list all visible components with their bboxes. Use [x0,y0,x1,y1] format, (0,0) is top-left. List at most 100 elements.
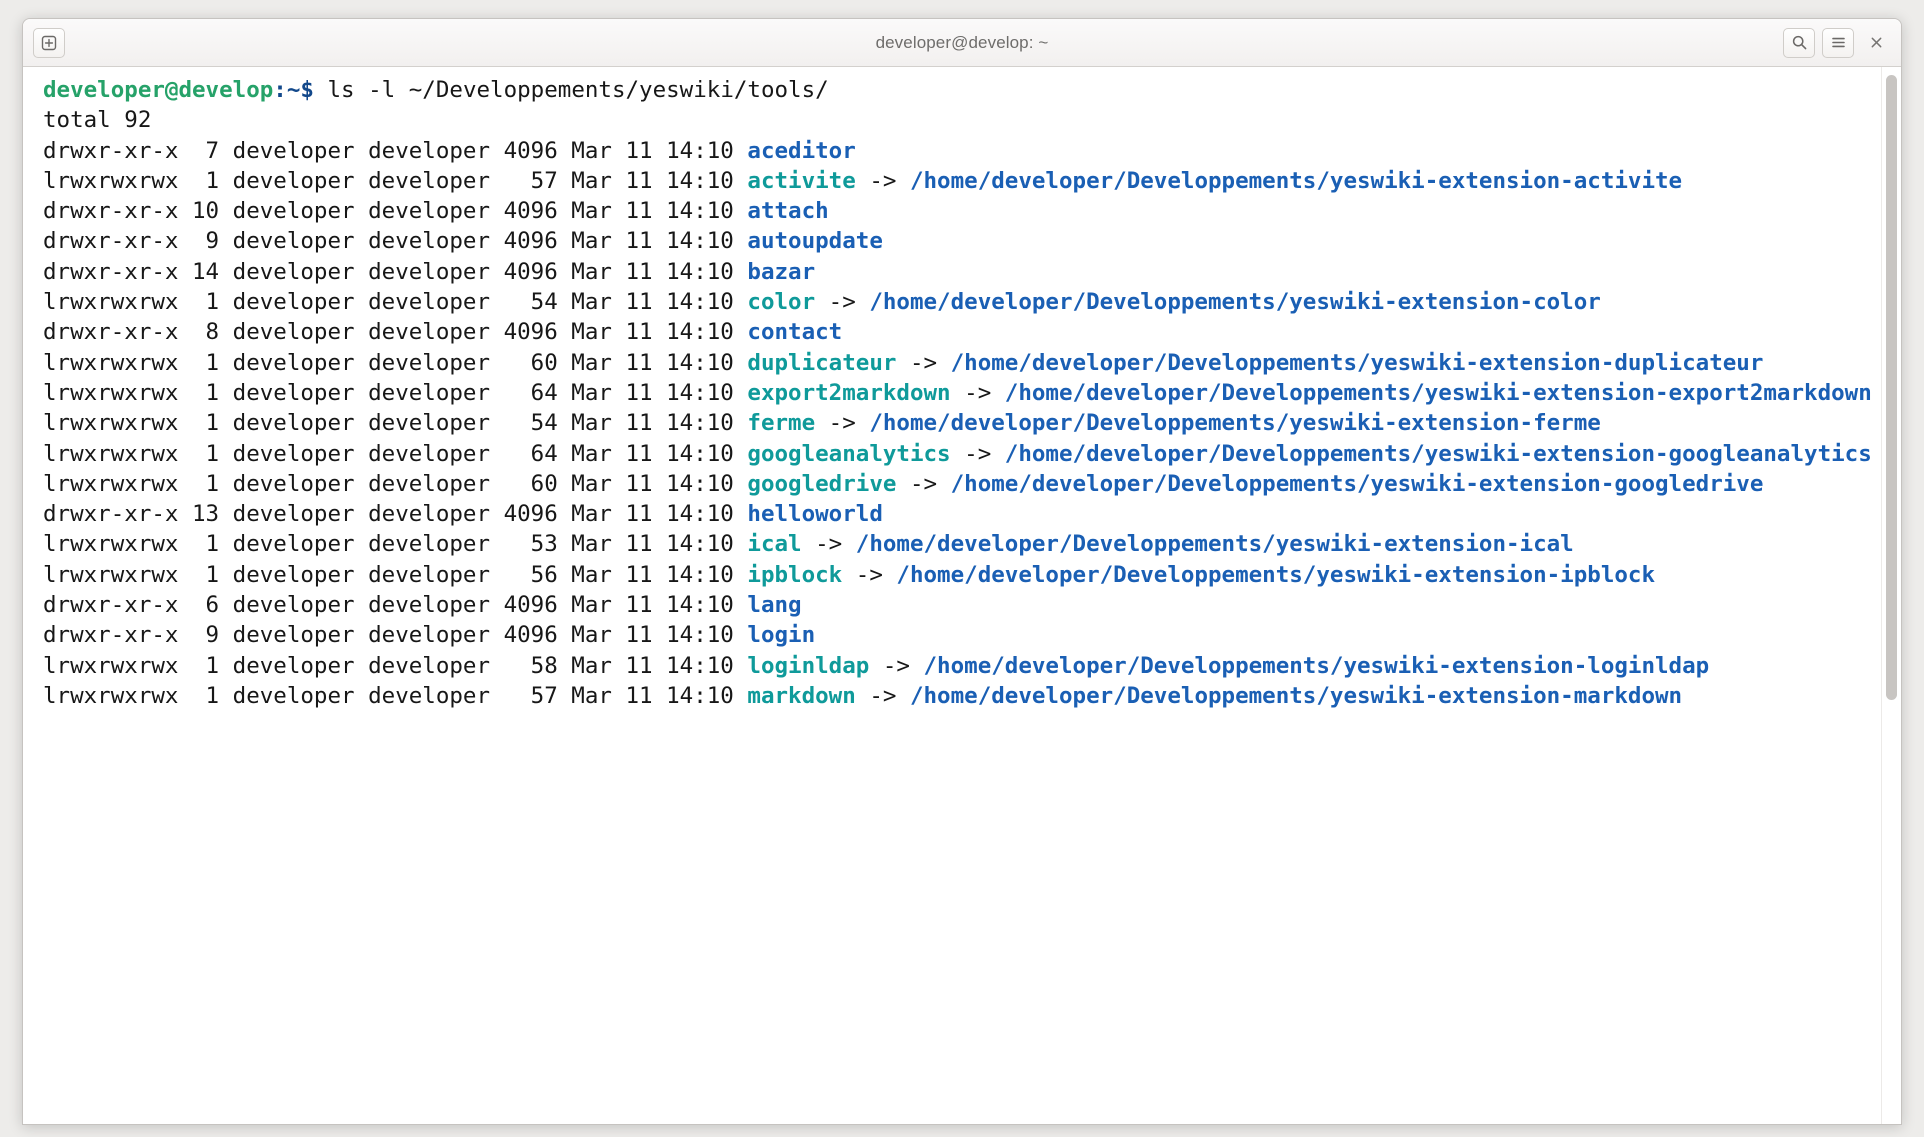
listing-symlink-name: googleanalytics [747,440,951,467]
listing-metadata: drwxr-xr-x 10 developer developer 4096 M… [43,198,748,225]
listing-directory-name: contact [747,319,843,346]
terminal-listing-row: lrwxrwxrwx 1 developer developer 58 Mar … [43,651,1881,681]
terminal-listing-row: drwxr-xr-x 8 developer developer 4096 Ma… [43,317,1881,347]
total-text: total 92 [43,107,152,134]
listing-directory-name: login [747,622,816,649]
prompt-user-host: developer@develop [43,77,274,103]
listing-link-target: /home/developer/Developpements/yeswiki-e… [869,410,1601,437]
listing-link-target: /home/developer/Developpements/yeswiki-e… [909,167,1683,194]
terminal-listing-row: lrwxrwxrwx 1 developer developer 54 Mar … [43,408,1881,438]
terminal-listing-row: lrwxrwxrwx 1 developer developer 64 Mar … [43,439,1881,469]
search-button[interactable] [1783,27,1815,58]
scrollbar-thumb[interactable] [1886,75,1897,700]
listing-symlink-name: ipblock [747,561,843,588]
listing-metadata: lrwxrwxrwx 1 developer developer 56 Mar … [43,561,748,588]
menu-button[interactable] [1822,27,1854,58]
listing-symlink-name: color [747,289,816,316]
terminal-listing-row: lrwxrwxrwx 1 developer developer 53 Mar … [43,529,1881,559]
terminal-listing-row: lrwxrwxrwx 1 developer developer 57 Mar … [43,166,1881,196]
listing-link-arrow: -> [855,167,910,194]
plus-in-square-icon [41,35,57,50]
listing-directory-name: autoupdate [747,228,883,255]
window-titlebar: developer@develop: ~ [23,19,1901,67]
listing-directory-name: aceditor [747,137,856,164]
terminal-listing-row: lrwxrwxrwx 1 developer developer 64 Mar … [43,378,1881,408]
titlebar-controls [1783,27,1891,58]
listing-link-arrow: -> [855,682,910,709]
search-icon [1792,35,1806,50]
listing-link-arrow: -> [815,410,870,437]
listing-metadata: drwxr-xr-x 13 developer developer 4096 M… [43,501,748,528]
listing-link-arrow: -> [815,289,870,316]
listing-symlink-name: ical [747,531,802,558]
prompt-path-sigil: :~$ [273,77,314,103]
terminal-listing-row: drwxr-xr-x 14 developer developer 4096 M… [43,257,1881,287]
listing-directory-name: attach [747,198,829,225]
terminal-total-line: total 92 [43,105,1881,135]
terminal-listing-row: drwxr-xr-x 10 developer developer 4096 M… [43,196,1881,226]
terminal-body[interactable]: developer@develop:~$ ls -l ~/Developpeme… [23,67,1901,1124]
new-tab-button[interactable] [33,27,65,58]
listing-link-target: /home/developer/Developpements/yeswiki-e… [896,561,1656,588]
listing-link-target: /home/developer/Developpements/yeswiki-e… [950,349,1764,376]
listing-link-arrow: -> [801,531,856,558]
listing-directory-name: bazar [747,258,816,285]
listing-metadata: drwxr-xr-x 6 developer developer 4096 Ma… [43,592,748,619]
listing-symlink-name: duplicateur [747,349,897,376]
listing-directory-name: helloworld [747,501,883,528]
terminal-listing-row: drwxr-xr-x 7 developer developer 4096 Ma… [43,136,1881,166]
listing-symlink-name: export2markdown [747,379,951,406]
terminal-listing-row: lrwxrwxrwx 1 developer developer 57 Mar … [43,681,1881,711]
listing-symlink-name: googledrive [747,470,897,497]
listing-link-target: /home/developer/Developpements/yeswiki-e… [950,470,1764,497]
listing-link-arrow: -> [869,652,924,679]
listing-metadata: lrwxrwxrwx 1 developer developer 54 Mar … [43,289,748,316]
listing-symlink-name: loginldap [747,652,870,679]
listing-metadata: drwxr-xr-x 9 developer developer 4096 Ma… [43,228,748,255]
listing-metadata: drwxr-xr-x 8 developer developer 4096 Ma… [43,319,748,346]
window-title: developer@develop: ~ [875,32,1049,52]
listing-metadata: lrwxrwxrwx 1 developer developer 57 Mar … [43,682,748,709]
terminal-prompt-line: developer@develop:~$ ls -l ~/Developpeme… [43,75,1881,105]
prompt-command: ls -l ~/Developpements/yeswiki/tools/ [313,77,829,103]
listing-link-arrow: -> [842,561,897,588]
hamburger-menu-icon [1831,37,1845,48]
terminal-listing-row: drwxr-xr-x 9 developer developer 4096 Ma… [43,620,1881,650]
listing-metadata: drwxr-xr-x 9 developer developer 4096 Ma… [43,622,748,649]
close-button[interactable] [1861,28,1891,58]
listing-directory-name: lang [747,592,802,619]
terminal-listing-row: lrwxrwxrwx 1 developer developer 56 Mar … [43,560,1881,590]
terminal-listing-row: drwxr-xr-x 6 developer developer 4096 Ma… [43,590,1881,620]
listing-metadata: drwxr-xr-x 14 developer developer 4096 M… [43,258,748,285]
listing-metadata: drwxr-xr-x 7 developer developer 4096 Ma… [43,137,748,164]
listing-link-arrow: -> [950,379,1005,406]
listing-link-arrow: -> [896,349,951,376]
listing-metadata: lrwxrwxrwx 1 developer developer 60 Mar … [43,470,748,497]
terminal-output[interactable]: developer@develop:~$ ls -l ~/Developpeme… [23,67,1881,1124]
listing-metadata: lrwxrwxrwx 1 developer developer 60 Mar … [43,349,748,376]
listing-metadata: lrwxrwxrwx 1 developer developer 54 Mar … [43,410,748,437]
listing-link-target: /home/developer/Developpements/yeswiki-e… [869,289,1601,316]
terminal-scrollbar[interactable] [1881,67,1901,1124]
listing-metadata: lrwxrwxrwx 1 developer developer 53 Mar … [43,531,748,558]
listing-link-arrow: -> [896,470,951,497]
listing-metadata: lrwxrwxrwx 1 developer developer 57 Mar … [43,167,748,194]
listing-metadata: lrwxrwxrwx 1 developer developer 58 Mar … [43,652,748,679]
listing-symlink-name: markdown [747,682,856,709]
terminal-listing-row: lrwxrwxrwx 1 developer developer 60 Mar … [43,348,1881,378]
terminal-listing-row: drwxr-xr-x 13 developer developer 4096 M… [43,499,1881,529]
listing-symlink-name: ferme [747,410,816,437]
listing-link-arrow: -> [950,440,1005,467]
listing-metadata: lrwxrwxrwx 1 developer developer 64 Mar … [43,440,748,467]
terminal-listing-row: lrwxrwxrwx 1 developer developer 60 Mar … [43,469,1881,499]
terminal-window: developer@develop: ~ [22,18,1902,1125]
listing-link-target: /home/developer/Developpements/yeswiki-e… [1004,379,1872,406]
close-icon [1871,37,1881,48]
terminal-listing-row: drwxr-xr-x 9 developer developer 4096 Ma… [43,226,1881,256]
listing-link-target: /home/developer/Developpements/yeswiki-e… [1004,440,1872,467]
listing-link-target: /home/developer/Developpements/yeswiki-e… [855,531,1574,558]
listing-metadata: lrwxrwxrwx 1 developer developer 64 Mar … [43,379,748,406]
listing-link-target: /home/developer/Developpements/yeswiki-e… [909,682,1683,709]
listing-symlink-name: activite [747,167,856,194]
